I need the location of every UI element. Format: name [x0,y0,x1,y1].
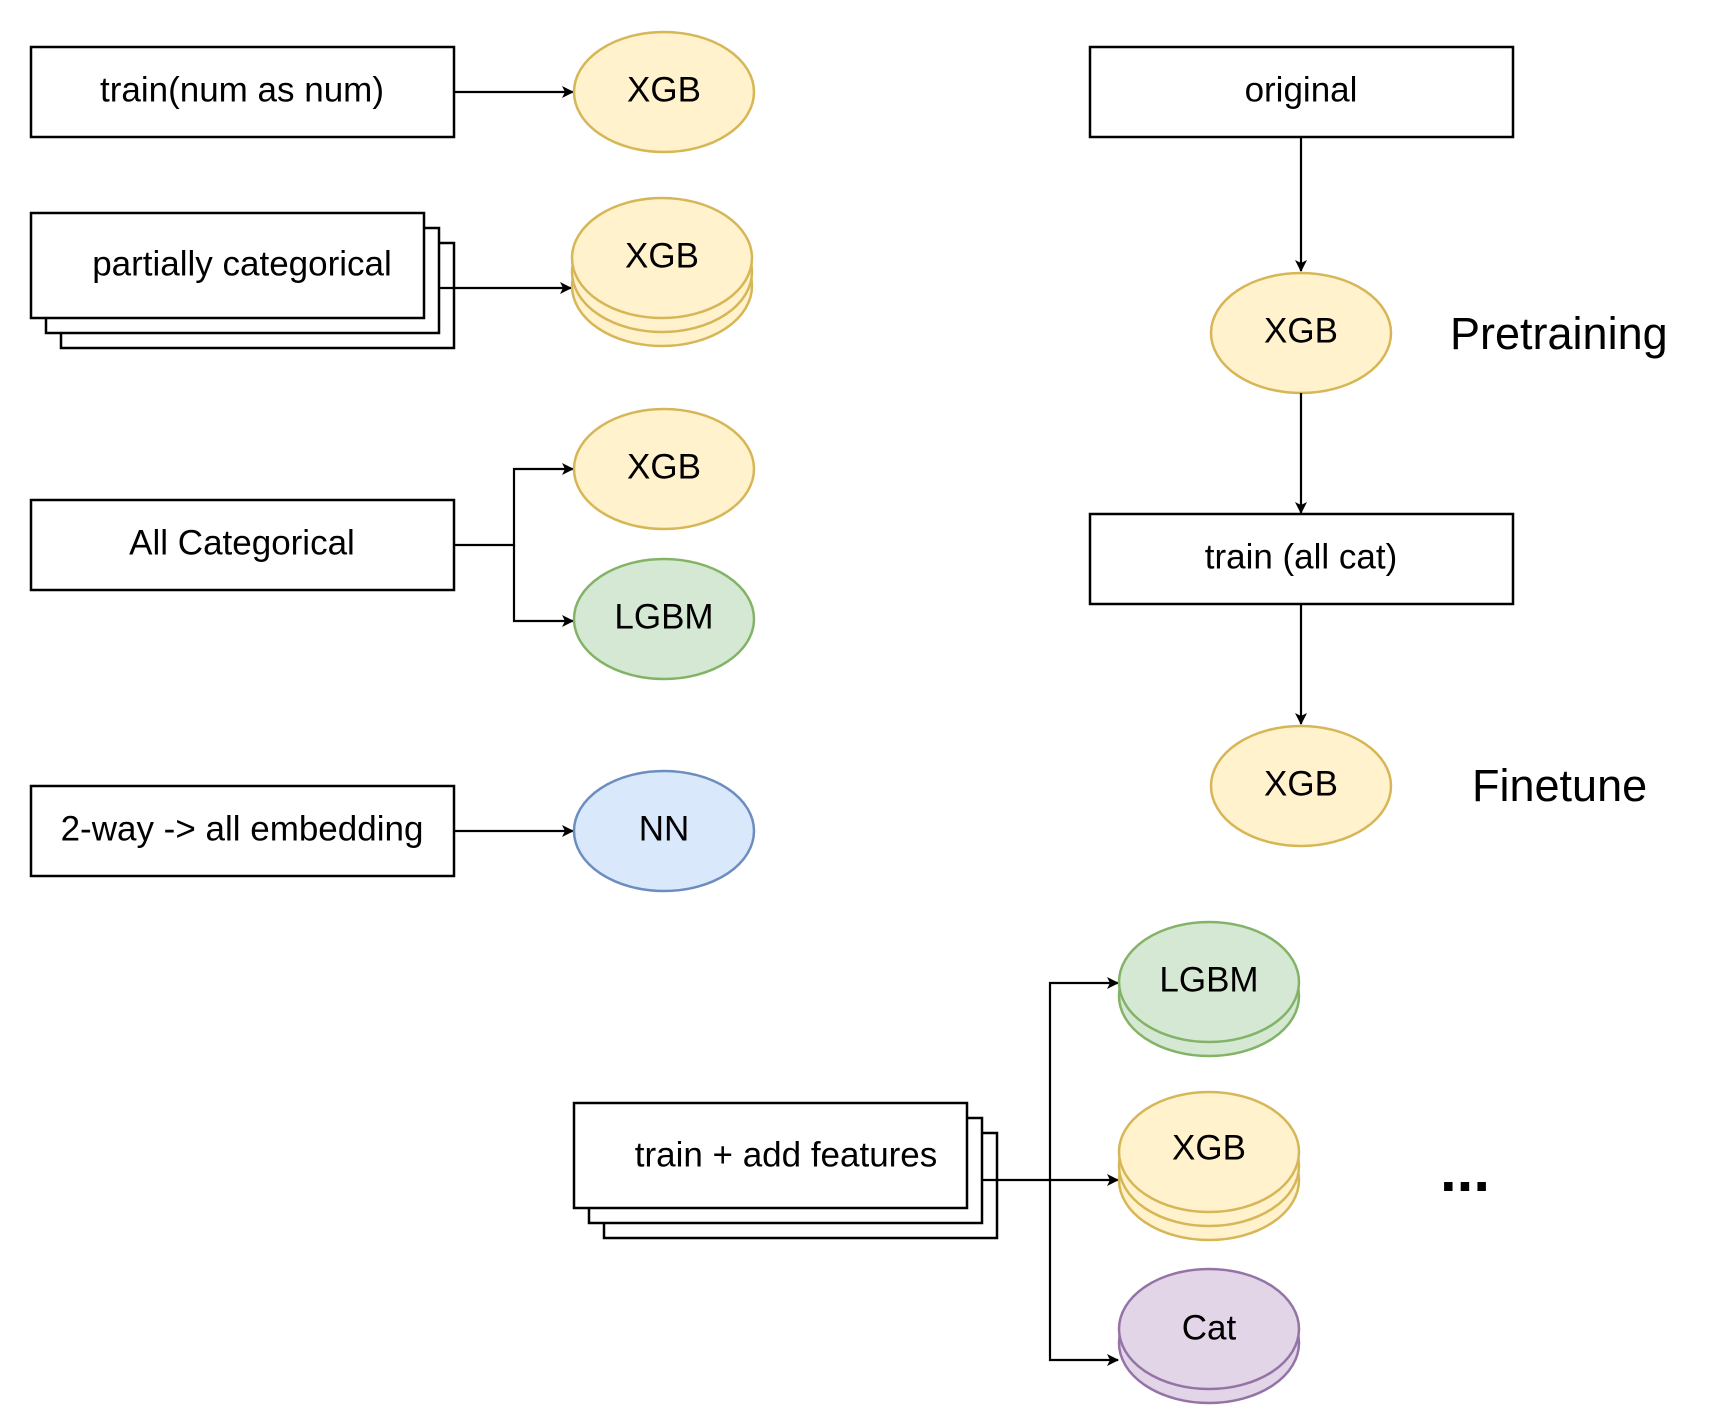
source-original-label: original [1245,70,1358,109]
source-all-categorical-label: All Categorical [129,523,355,562]
stage-label-pretraining: Pretraining [1450,308,1668,359]
model-xgb-finetune: XGB [1209,724,1393,848]
ellipsis-more-models: ... [1440,1137,1490,1204]
model-xgb-pretrain: XGB [1209,271,1393,395]
model-nn: NN [572,769,756,893]
source-train-add-features: train + add features [572,1101,999,1240]
edge-allcat-to-xgb [454,463,574,547]
model-xgb-2: XGB [572,407,756,531]
model-lgbm-1: LGBM [572,557,756,681]
source-train-all-cat-label: train (all cat) [1205,537,1398,576]
model-nn-label: NN [639,809,690,848]
model-xgb-stack-2-label: XGB [1172,1128,1246,1167]
model-xgb-stack-1: XGB [570,196,754,348]
model-xgb-stack-2: XGB [1117,1090,1301,1242]
source-train-all-cat: train (all cat) [1088,512,1515,606]
stage-label-finetune: Finetune [1472,760,1647,811]
model-lgbm-1-label: LGBM [614,597,713,636]
model-lgbm-stack: LGBM [1117,920,1301,1058]
model-xgb-1-label: XGB [627,70,701,109]
source-train-num-label: train(num as num) [100,70,384,109]
source-original: original [1088,45,1515,139]
source-train-num: train(num as num) [29,45,456,139]
edge-features-to-cat [1048,1180,1119,1366]
source-partially-categorical: partially categorical [29,211,456,350]
model-lgbm-stack-label: LGBM [1159,960,1258,999]
model-xgb-stack-1-label: XGB [625,236,699,275]
source-train-add-features-label: train + add features [635,1135,938,1174]
edge-allcat-to-lgbm [512,545,574,627]
source-partially-categorical-label: partially categorical [92,244,392,283]
source-two-way-embedding: 2-way -> all embedding [29,784,456,878]
model-xgb-2-label: XGB [627,447,701,486]
model-xgb-pretrain-label: XGB [1264,311,1338,350]
edge-features-to-lgbm [1048,977,1119,1180]
source-two-way-embedding-label: 2-way -> all embedding [61,809,424,848]
source-all-categorical: All Categorical [29,498,456,592]
model-cat-stack-label: Cat [1182,1308,1237,1347]
model-cat-stack: Cat [1117,1267,1301,1405]
model-xgb-finetune-label: XGB [1264,764,1338,803]
model-xgb-1: XGB [572,30,756,154]
